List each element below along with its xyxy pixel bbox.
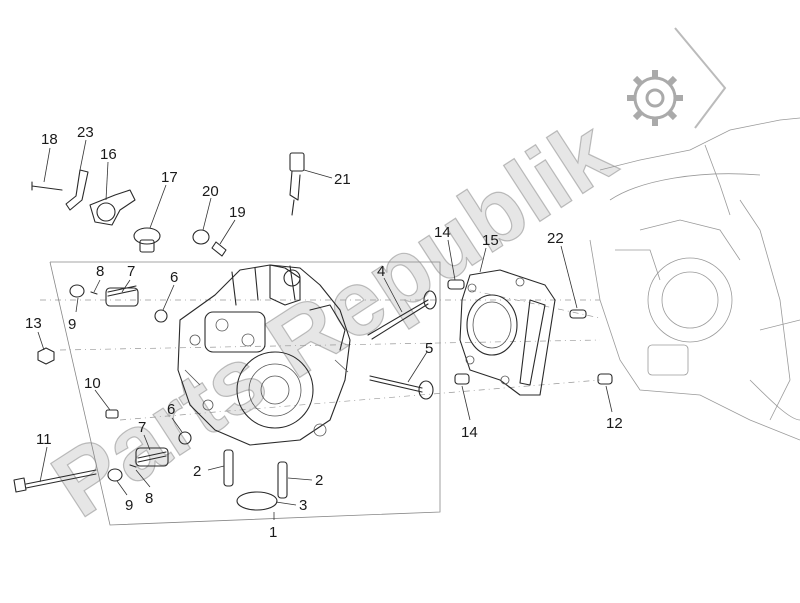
dowel-14a [447, 279, 465, 290]
dowel-12 [597, 373, 613, 385]
leader-lines [37, 139, 613, 520]
washer-9a [69, 284, 85, 298]
valve-spring-7a [105, 285, 139, 307]
valve-seal-6b [178, 431, 192, 445]
thermostat-17 [133, 227, 161, 253]
callout-10: 10 [84, 375, 101, 392]
callout-20: 20 [202, 183, 219, 200]
intake-valve-4 [367, 290, 437, 340]
cylinder-head [177, 264, 351, 446]
pin-18 [31, 181, 63, 191]
dowel-14b [454, 373, 470, 385]
callout-14a: 14 [434, 224, 451, 241]
assembly-frame [49, 261, 441, 526]
callout-17: 17 [161, 169, 178, 186]
callout-5: 5 [425, 340, 433, 357]
callout-6a: 6 [170, 269, 178, 286]
callout-15: 15 [482, 232, 499, 249]
callout-3: 3 [299, 497, 307, 514]
callout-12: 12 [606, 415, 623, 432]
temperature-sensor-21 [289, 152, 305, 216]
exhaust-valve-5 [369, 375, 434, 400]
dowel-22 [569, 309, 587, 319]
watermark: Parts Republik [35, 27, 727, 537]
callout-23: 23 [77, 124, 94, 141]
dowel-2a [223, 449, 234, 487]
keeper-8b [129, 464, 137, 468]
parts [13, 152, 613, 511]
bracket-23 [65, 169, 89, 211]
callout-16: 16 [100, 146, 117, 163]
bolt-11 [13, 469, 97, 493]
callouts: 18 23 16 17 20 19 21 8 7 6 13 9 10 7 6 1… [25, 124, 623, 541]
callout-22: 22 [547, 230, 564, 247]
callout-1: 1 [269, 524, 277, 541]
callout-6b: 6 [167, 401, 175, 418]
gear-icon [627, 27, 727, 129]
washer-9b [107, 468, 123, 482]
callout-18: 18 [41, 131, 58, 148]
callout-2a: 2 [193, 463, 201, 480]
callout-21: 21 [334, 171, 351, 188]
dowel-10 [105, 409, 119, 419]
callout-14b: 14 [461, 424, 478, 441]
dowel-2b [277, 461, 288, 499]
o-ring-3 [236, 491, 278, 511]
callout-7b: 7 [138, 419, 146, 436]
callout-8b: 8 [145, 490, 153, 507]
callout-8a: 8 [96, 263, 104, 280]
thermostat-housing-16 [89, 189, 136, 226]
screw-19 [211, 241, 227, 257]
callout-7a: 7 [127, 263, 135, 280]
callout-2b: 2 [315, 472, 323, 489]
callout-4: 4 [377, 263, 385, 280]
callout-19: 19 [229, 204, 246, 221]
cap-20 [192, 229, 210, 245]
nut-13 [37, 347, 55, 365]
valve-spring-7b [135, 447, 169, 467]
callout-9a: 9 [68, 316, 76, 333]
crankcase-ghost [589, 117, 800, 441]
callout-13: 13 [25, 315, 42, 332]
callout-11: 11 [36, 431, 52, 448]
head-gasket-15 [459, 269, 556, 396]
callout-9b: 9 [125, 497, 133, 514]
keeper-8a [90, 291, 98, 295]
valve-seal-6a [154, 309, 168, 323]
